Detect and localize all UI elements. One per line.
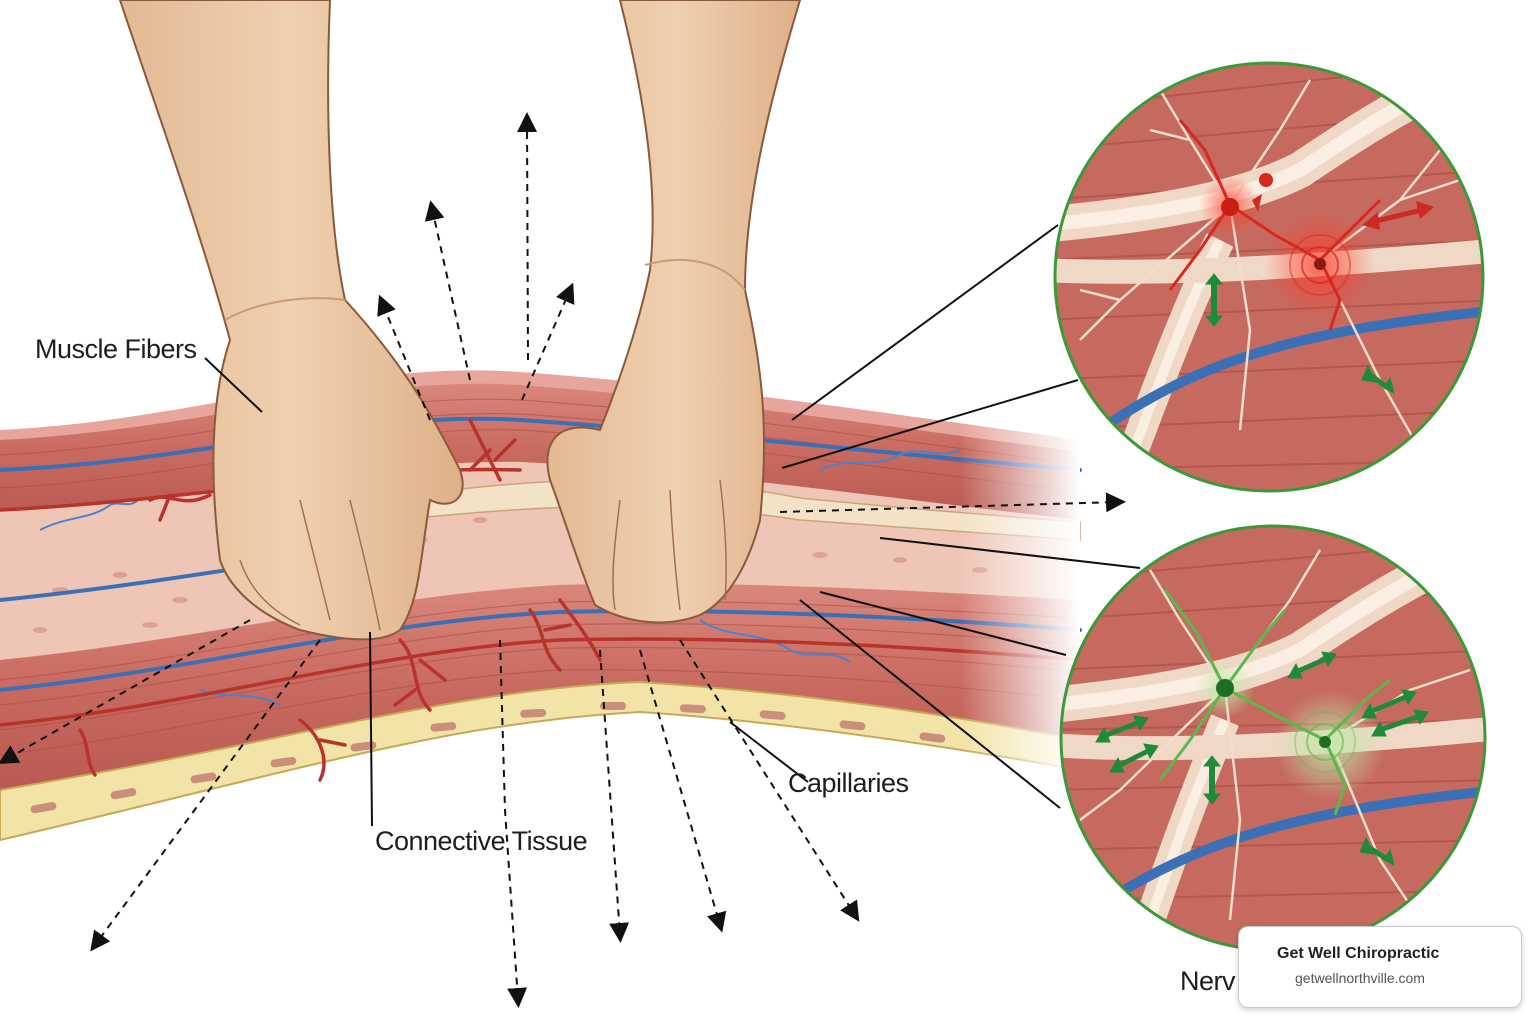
label-muscle-fibers: Muscle Fibers xyxy=(35,334,197,364)
label-nerves-partial: Nerv xyxy=(1180,966,1236,996)
left-hand-arm xyxy=(118,0,464,641)
leader-lines xyxy=(204,224,1141,827)
pressure-arrows xyxy=(0,112,1126,1008)
watermark-name: Get Well Chiropractic xyxy=(1277,945,1440,962)
red-tension-arrow xyxy=(1252,194,1434,230)
right-hand-arm xyxy=(546,0,802,624)
relieved-nerve-magnified-view xyxy=(1059,524,1487,952)
watermark-url: getwellnorthville.com xyxy=(1295,970,1425,986)
inflamed-neuron xyxy=(1221,198,1239,216)
inflamed-nerve-magnified-view xyxy=(1053,61,1485,493)
tissue-band xyxy=(0,370,1082,842)
green-relief-arrows xyxy=(1204,273,1395,394)
watermark-badge: Get Well Chiropractic getwellnorthville.… xyxy=(1238,926,1522,1008)
label-capillaries: Capillaries xyxy=(788,768,909,798)
green-relief-arrows-bottom xyxy=(1095,651,1429,866)
healthy-neuron xyxy=(1216,679,1234,697)
label-connective-tissue: Connective Tissue xyxy=(375,826,588,856)
